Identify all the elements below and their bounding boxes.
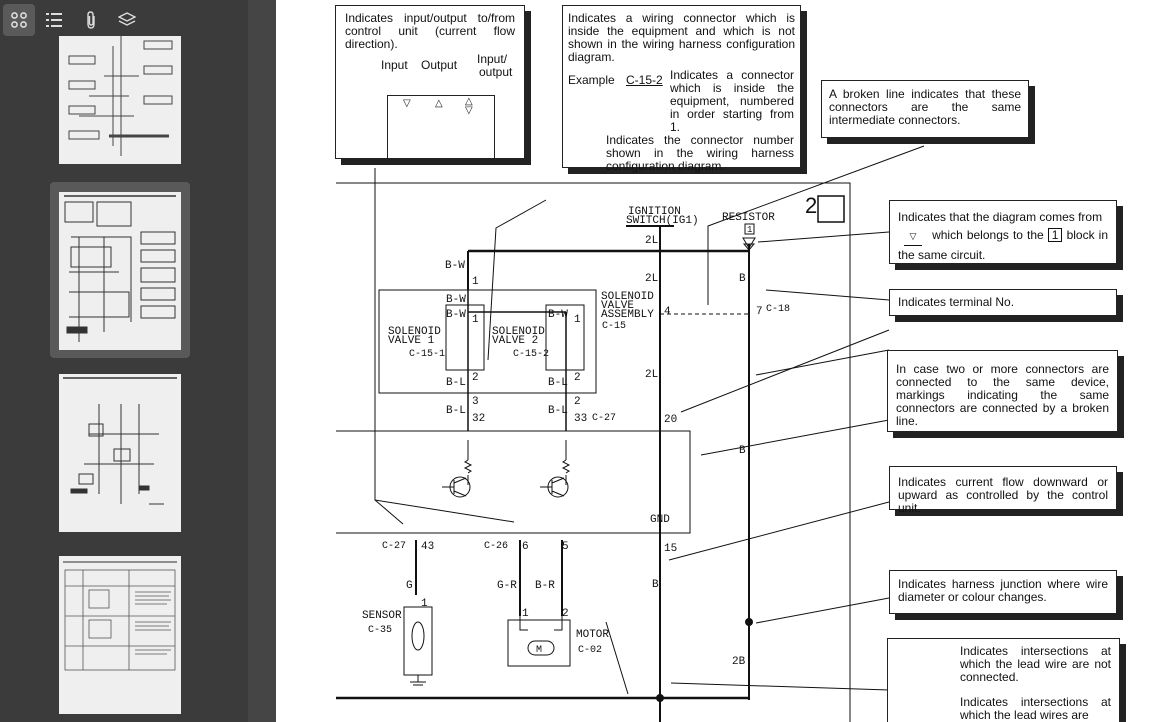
terminal-1-motor: 1 — [522, 608, 529, 620]
wire-B-top: B — [739, 273, 746, 285]
terminal-1-sensor: 1 — [421, 598, 428, 610]
assembly-label-1: SOLENOID — [601, 291, 654, 303]
terminal-2b: 2 — [574, 372, 581, 384]
page-1-preview — [59, 36, 181, 164]
terminal-20: 20 — [664, 414, 677, 426]
page-2-preview — [59, 192, 181, 350]
terminal-33: 33 — [574, 413, 587, 425]
terminal-6: 6 — [522, 541, 529, 553]
conn-C18: C-18 — [766, 304, 790, 315]
terminal-43: 43 — [421, 541, 434, 553]
paperclip-icon — [87, 11, 95, 29]
assembly-label-2: VALVE — [601, 300, 634, 312]
wire-BW-3: B-W — [446, 309, 466, 321]
page-3-preview — [59, 374, 181, 532]
grid-icon — [11, 12, 27, 28]
wire-2L-low: 2L — [645, 369, 658, 381]
sidebar-toolbar — [0, 0, 248, 40]
layers-icon — [118, 12, 136, 26]
page-thumbnail-2[interactable] — [50, 182, 190, 358]
document-page: 2 IGNITION SWITCH(IG1) RESISTOR 1 2L 2L … — [276, 0, 1160, 722]
attachments-view-button[interactable] — [75, 4, 107, 36]
wire-G: G — [406, 580, 413, 592]
io-callout: Indicates input/output to/from control u… — [335, 5, 525, 159]
wire-BW-2: B-W — [446, 294, 466, 306]
terminal-15: 15 — [664, 543, 677, 555]
wire-2L-mid: 2L — [645, 273, 658, 285]
conn-C152: C-15-2 — [513, 349, 549, 360]
page-thumbnail-3[interactable] — [50, 368, 190, 538]
wire-GR: G-R — [497, 580, 517, 592]
wiring-diagram: 2 IGNITION SWITCH(IG1) RESISTOR 1 2L 2L … — [336, 145, 1120, 722]
wire-BL-3: B-L — [446, 405, 466, 417]
terminal-32: 32 — [472, 413, 485, 425]
valve2-label-1: SOLENOID — [492, 326, 545, 338]
wire-BL-4: B-L — [548, 405, 568, 417]
terminal-3: 3 — [472, 396, 479, 408]
wire-BL-1: B-L — [446, 377, 466, 389]
wire-BR: B-R — [535, 580, 555, 592]
motor-label: MOTOR — [576, 629, 609, 641]
block-origin-callout: Indicates that the diagram comes from ▽ … — [889, 200, 1117, 264]
motor-symbol: M — [536, 645, 542, 656]
wire-B-low: B — [652, 579, 659, 591]
sidebar-splitter[interactable] — [248, 0, 276, 722]
wire-2L-top: 2L — [645, 235, 658, 247]
resistor-label: RESISTOR — [722, 212, 775, 224]
conn-C27-top: C-27 — [592, 413, 616, 424]
multiple-connector-callout: In case two or more connectors are conne… — [887, 350, 1118, 432]
valve1-label-2: VALVE 1 — [388, 335, 435, 347]
wire-BW-1: B-W — [445, 260, 465, 272]
conn-C35: C-35 — [368, 625, 392, 636]
wire-2B: 2B — [732, 656, 746, 668]
gnd-label: GND — [650, 514, 670, 526]
page-thumbnail-1[interactable] — [50, 28, 190, 172]
valve2-label-2: VALVE 2 — [492, 335, 538, 347]
ignition-label-1: IGNITION — [628, 206, 681, 218]
connector-callout: Indicates a wiring connector which is in… — [562, 5, 801, 173]
resistor-pin: 1 — [747, 225, 752, 235]
wire-B-mid: B — [739, 445, 746, 457]
ignition-label-2: SWITCH(IG1) — [626, 215, 699, 227]
terminal-2c: 2 — [574, 396, 581, 408]
conn-C151: C-15-1 — [409, 349, 445, 360]
terminal-1a: 1 — [472, 276, 479, 288]
intersection-callout: Indicates intersections at which the lea… — [887, 638, 1120, 722]
outline-view-button[interactable] — [38, 4, 70, 36]
wire-BL-2: B-L — [548, 377, 568, 389]
terminal-callout: Indicates terminal No. — [889, 289, 1117, 316]
valve1-label-1: SOLENOID — [388, 326, 441, 338]
conn-C27-bottom: C-27 — [382, 541, 406, 552]
thumbnail-sidebar — [0, 0, 248, 722]
terminal-2-motor: 2 — [562, 608, 569, 620]
page-4-preview — [59, 556, 181, 714]
terminal-4: 4 — [664, 306, 671, 318]
terminal-1c: 1 — [574, 314, 581, 326]
broken-line-callout: A broken line indicates that these conne… — [821, 80, 1029, 138]
junction-callout: Indicates harness junction where wire di… — [889, 570, 1117, 614]
terminal-1b: 1 — [472, 314, 479, 326]
terminal-7: 7 — [756, 306, 763, 318]
conn-C15: C-15 — [602, 321, 626, 332]
block-number: 2 — [805, 193, 817, 218]
current-flow-callout: Indicates current flow downward or upwar… — [889, 466, 1117, 515]
page-thumbnail-4[interactable] — [50, 550, 190, 722]
layers-view-button[interactable] — [111, 4, 143, 36]
thumbnails-view-button[interactable] — [3, 4, 35, 36]
terminal-5: 5 — [562, 541, 569, 553]
conn-C26: C-26 — [484, 541, 508, 552]
list-icon — [46, 13, 62, 27]
terminal-2a: 2 — [472, 372, 479, 384]
wire-BW-4: B-W — [548, 309, 568, 321]
conn-C02: C-02 — [578, 645, 602, 656]
assembly-label-3: ASSEMBLY — [601, 309, 654, 321]
sensor-label: SENSOR — [362, 610, 402, 622]
